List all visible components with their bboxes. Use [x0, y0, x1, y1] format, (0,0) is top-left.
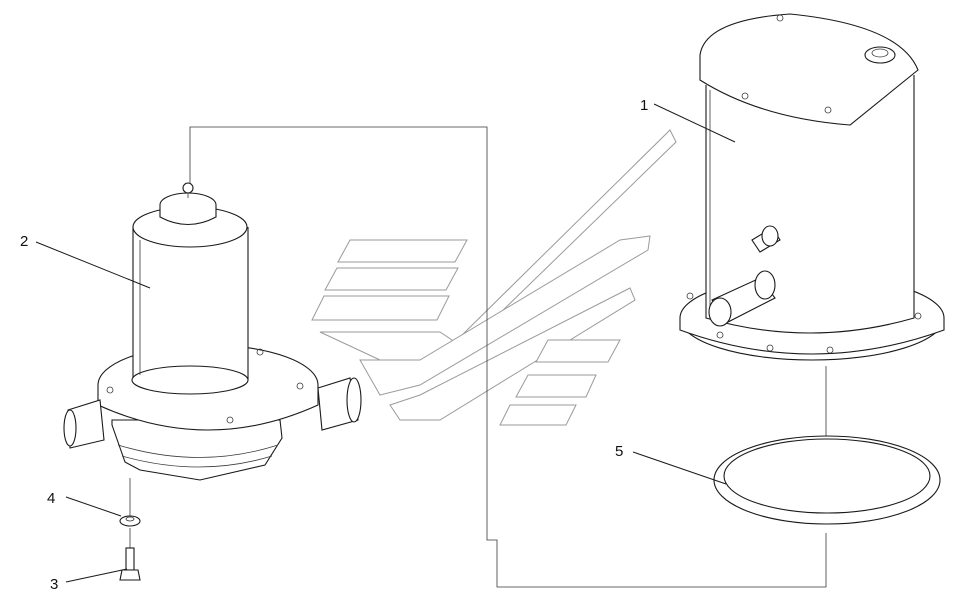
leader-lines — [35, 103, 736, 583]
callout-5: 5 — [615, 443, 623, 460]
part-5-gasket — [713, 435, 941, 525]
callout-3: 3 — [50, 576, 58, 593]
callout-1: 1 — [640, 97, 648, 114]
callout-2: 2 — [20, 233, 28, 250]
part-1-tank — [679, 13, 945, 361]
part-4-washer — [119, 515, 141, 527]
watermark-logo — [311, 129, 677, 426]
callout-4: 4 — [47, 490, 55, 507]
part-2-filter-assembly — [63, 182, 362, 481]
part-3-bolt — [119, 547, 141, 581]
